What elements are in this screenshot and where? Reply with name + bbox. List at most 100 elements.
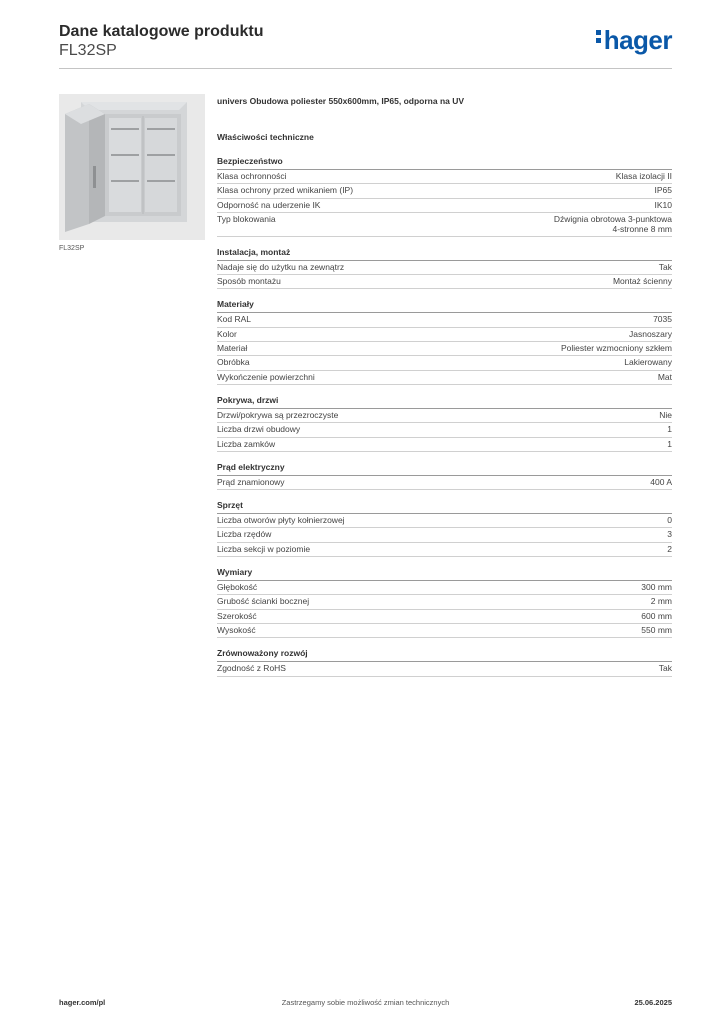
- spec-value: Nie: [659, 409, 672, 422]
- spec-value-line: Tak: [658, 261, 672, 272]
- header-divider: [59, 68, 672, 69]
- spec-value: 1: [667, 438, 672, 451]
- spec-value-line: 2 mm: [650, 596, 672, 607]
- spec-label: Klasa ochrony przed wnikaniem (IP): [217, 185, 354, 196]
- spec-value: Tak: [659, 261, 672, 274]
- spec-label: Liczba zamków: [217, 438, 276, 449]
- product-code: FL32SP: [59, 42, 117, 59]
- spec-value: 7035: [653, 313, 672, 326]
- spec-value-line: 2: [667, 543, 672, 554]
- spec-value-line: Lakierowany: [624, 357, 672, 368]
- spec-row: Obróbka Lakierowany: [217, 356, 672, 371]
- spec-value-line: 550 mm: [641, 624, 672, 635]
- spec-label: Zgodność z RoHS: [217, 663, 286, 674]
- spec-value: 2 mm: [651, 595, 672, 608]
- spec-value-line: IK10: [654, 199, 673, 210]
- spec-label: Wykończenie powierzchni: [217, 371, 315, 382]
- spec-value-line: Klasa izolacji II: [615, 171, 672, 181]
- footer-website-link[interactable]: hager.com/pl: [59, 998, 106, 1007]
- spec-label: Wysokość: [217, 624, 256, 635]
- spec-value-line: 1: [667, 424, 672, 435]
- spec-value: 3: [667, 528, 672, 541]
- spec-value-line: Dźwignia obrotowa 3-punktowa: [553, 213, 672, 224]
- properties-panel: univers Obudowa poliester 550x600mm, IP6…: [217, 96, 672, 677]
- spec-value: Klasa izolacji II: [616, 170, 672, 183]
- section-title: Prąd elektryczny: [217, 462, 672, 476]
- spec-value-line: 1: [667, 438, 672, 449]
- image-caption: FL32SP: [59, 245, 85, 252]
- spec-label: Głębokość: [217, 582, 258, 593]
- properties-heading: Właściwości techniczne: [217, 132, 314, 142]
- spec-label: Liczba drzwi obudowy: [217, 424, 301, 435]
- section-title: Instalacja, montaż: [217, 247, 672, 261]
- spec-label: Drzwi/pokrywa są przezroczyste: [217, 409, 339, 420]
- spec-value-line: Poliester wzmocniony szkłem: [560, 343, 672, 354]
- spec-row: Liczba zamków 1: [217, 438, 672, 452]
- product-image: [59, 94, 205, 240]
- spec-label: Klasa ochronności: [217, 171, 287, 181]
- page-header: Dane katalogowe produktu FL32SP hager: [59, 22, 673, 60]
- spec-value: Jasnoszary: [629, 328, 672, 341]
- spec-label: Obróbka: [217, 357, 250, 368]
- spec-value: Lakierowany: [624, 356, 672, 369]
- footer-disclaimer: Zastrzegamy sobie możliwość zmian techni…: [281, 998, 450, 1007]
- spec-label: Liczba otworów płyty kołnierzowej: [217, 515, 345, 526]
- spec-row: Nadaje się do użytku na zewnątrz Tak: [217, 261, 672, 276]
- section-title: Pokrywa, drzwi: [217, 395, 672, 409]
- spec-row: Grubość ścianki bocznej 2 mm: [217, 595, 672, 610]
- section-title: Sprzęt: [217, 500, 672, 515]
- spec-value-line: 7035: [653, 314, 672, 325]
- logo-dots-icon: [595, 27, 602, 46]
- spec-label: Liczba sekcji w poziomie: [217, 543, 311, 554]
- spec-value: IP65: [655, 184, 673, 197]
- spec-value-line: 300 mm: [641, 582, 672, 593]
- spec-value-line: Nie: [659, 409, 672, 420]
- spec-value: 0: [667, 514, 672, 527]
- spec-value-line: 600 mm: [641, 610, 672, 621]
- spec-value: Tak: [659, 662, 672, 675]
- section-title: Wymiary: [217, 567, 672, 582]
- spec-value-line: Jasnoszary: [629, 328, 672, 339]
- spec-label: Typ blokowania: [217, 213, 276, 224]
- spec-value: 300 mm: [641, 581, 672, 594]
- spec-label: Grubość ścianki bocznej: [217, 596, 310, 607]
- spec-row: Klasa ochronności Klasa izolacji II: [217, 170, 672, 185]
- spec-row: Drzwi/pokrywa są przezroczyste Nie: [217, 409, 672, 424]
- spec-value-line: Montaż ścienny: [612, 276, 672, 287]
- spec-row: Liczba rzędów 3: [217, 528, 672, 543]
- spec-row: Typ blokowania Dźwignia obrotowa 3-punkto…: [217, 213, 672, 237]
- spec-row: Wysokość 550 mm: [217, 624, 672, 639]
- footer-date: 25.06.2025: [634, 998, 672, 1007]
- spec-label: Kod RAL: [217, 314, 252, 325]
- spec-value: Montaż ścienny: [613, 275, 672, 288]
- spec-row: Klasa ochrony przed wnikaniem (IP) IP65: [217, 184, 673, 199]
- spec-value: 550 mm: [641, 624, 672, 637]
- spec-value-line: 0: [667, 515, 672, 526]
- spec-label: Nadaje się do użytku na zewnątrz: [217, 261, 345, 272]
- spec-value-line: IP65: [654, 185, 673, 196]
- enclosure-illustration-icon: [59, 94, 205, 240]
- logo-text: hager: [603, 25, 673, 55]
- spec-label: Liczba rzędów: [217, 529, 272, 540]
- product-description: univers Obudowa poliester 550x600mm, IP6…: [217, 96, 465, 106]
- spec-value: 1: [667, 423, 672, 436]
- spec-value: 2: [667, 543, 672, 556]
- section-title: Zrównoważony rozwój: [217, 648, 672, 663]
- spec-row: Zgodność z RoHS Tak: [217, 662, 672, 677]
- spec-label: Sposób montażu: [217, 276, 281, 287]
- spec-row: Liczba sekcji w poziomie 2: [217, 543, 672, 558]
- spec-value-line: 4-stronne 8 mm: [612, 224, 672, 235]
